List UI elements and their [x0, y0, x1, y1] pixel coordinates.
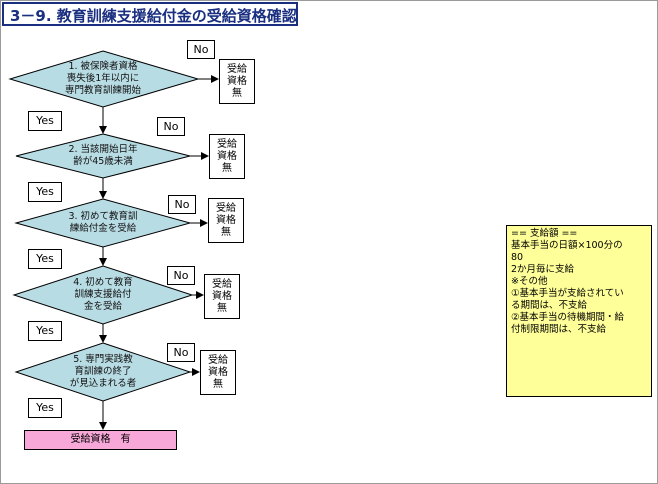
result-box-3: 受給資格無: [208, 198, 244, 243]
final-result-box: 受給資格 有: [24, 430, 177, 450]
note-line: 付制限期間は、不支給: [511, 324, 607, 335]
no-label-4: No: [167, 266, 195, 285]
decision-label-4: 4. 初めて教育訓練支援給付金を受給: [73, 277, 133, 312]
note-line: ①基本手当が支給されてい: [511, 288, 624, 299]
decision-label-2: 2. 当該開始日年齢が45歳未満: [68, 144, 138, 167]
page-title: 3－9. 教育訓練支援給付金の受給資格確認: [2, 2, 298, 26]
yes-label-3: Yes: [28, 249, 62, 269]
note-line: == 支給額 ==: [511, 228, 578, 239]
result-box-5: 受給資格無: [200, 350, 236, 395]
yes-label-2: Yes: [28, 182, 62, 202]
payment-note: == 支給額 == 基本手当の日額×100分の 80 2か月毎に支給 ※その他 …: [506, 225, 652, 397]
decision-label-1: 1. 被保険者資格喪失後1年以内に専門教育訓練開始: [64, 61, 141, 96]
note-line: ②基本手当の待機期間・給: [511, 312, 625, 323]
result-box-1: 受給資格無: [219, 59, 255, 104]
yes-label-5: Yes: [28, 398, 62, 418]
result-box-2: 受給資格無: [209, 134, 245, 179]
no-label-1: No: [187, 40, 215, 59]
note-line: 2か月毎に支給: [511, 264, 575, 275]
decision-label-3: 3. 初めて教育訓練給付金を受給: [68, 211, 138, 234]
no-label-2: No: [157, 117, 185, 136]
note-line: 80: [511, 252, 524, 263]
note-line: 基本手当の日額×100分の: [511, 240, 623, 251]
no-label-5: No: [167, 343, 195, 362]
result-box-4: 受給資格無: [204, 274, 240, 319]
decision-label-5: 5. 専門実践教育訓練の終了が見込まれる者: [69, 354, 137, 389]
yes-label-4: Yes: [28, 321, 62, 341]
yes-label-1: Yes: [28, 111, 62, 131]
note-line: ※その他: [511, 276, 548, 287]
note-line: る期間は、不支給: [511, 300, 588, 311]
no-label-3: No: [168, 195, 196, 214]
